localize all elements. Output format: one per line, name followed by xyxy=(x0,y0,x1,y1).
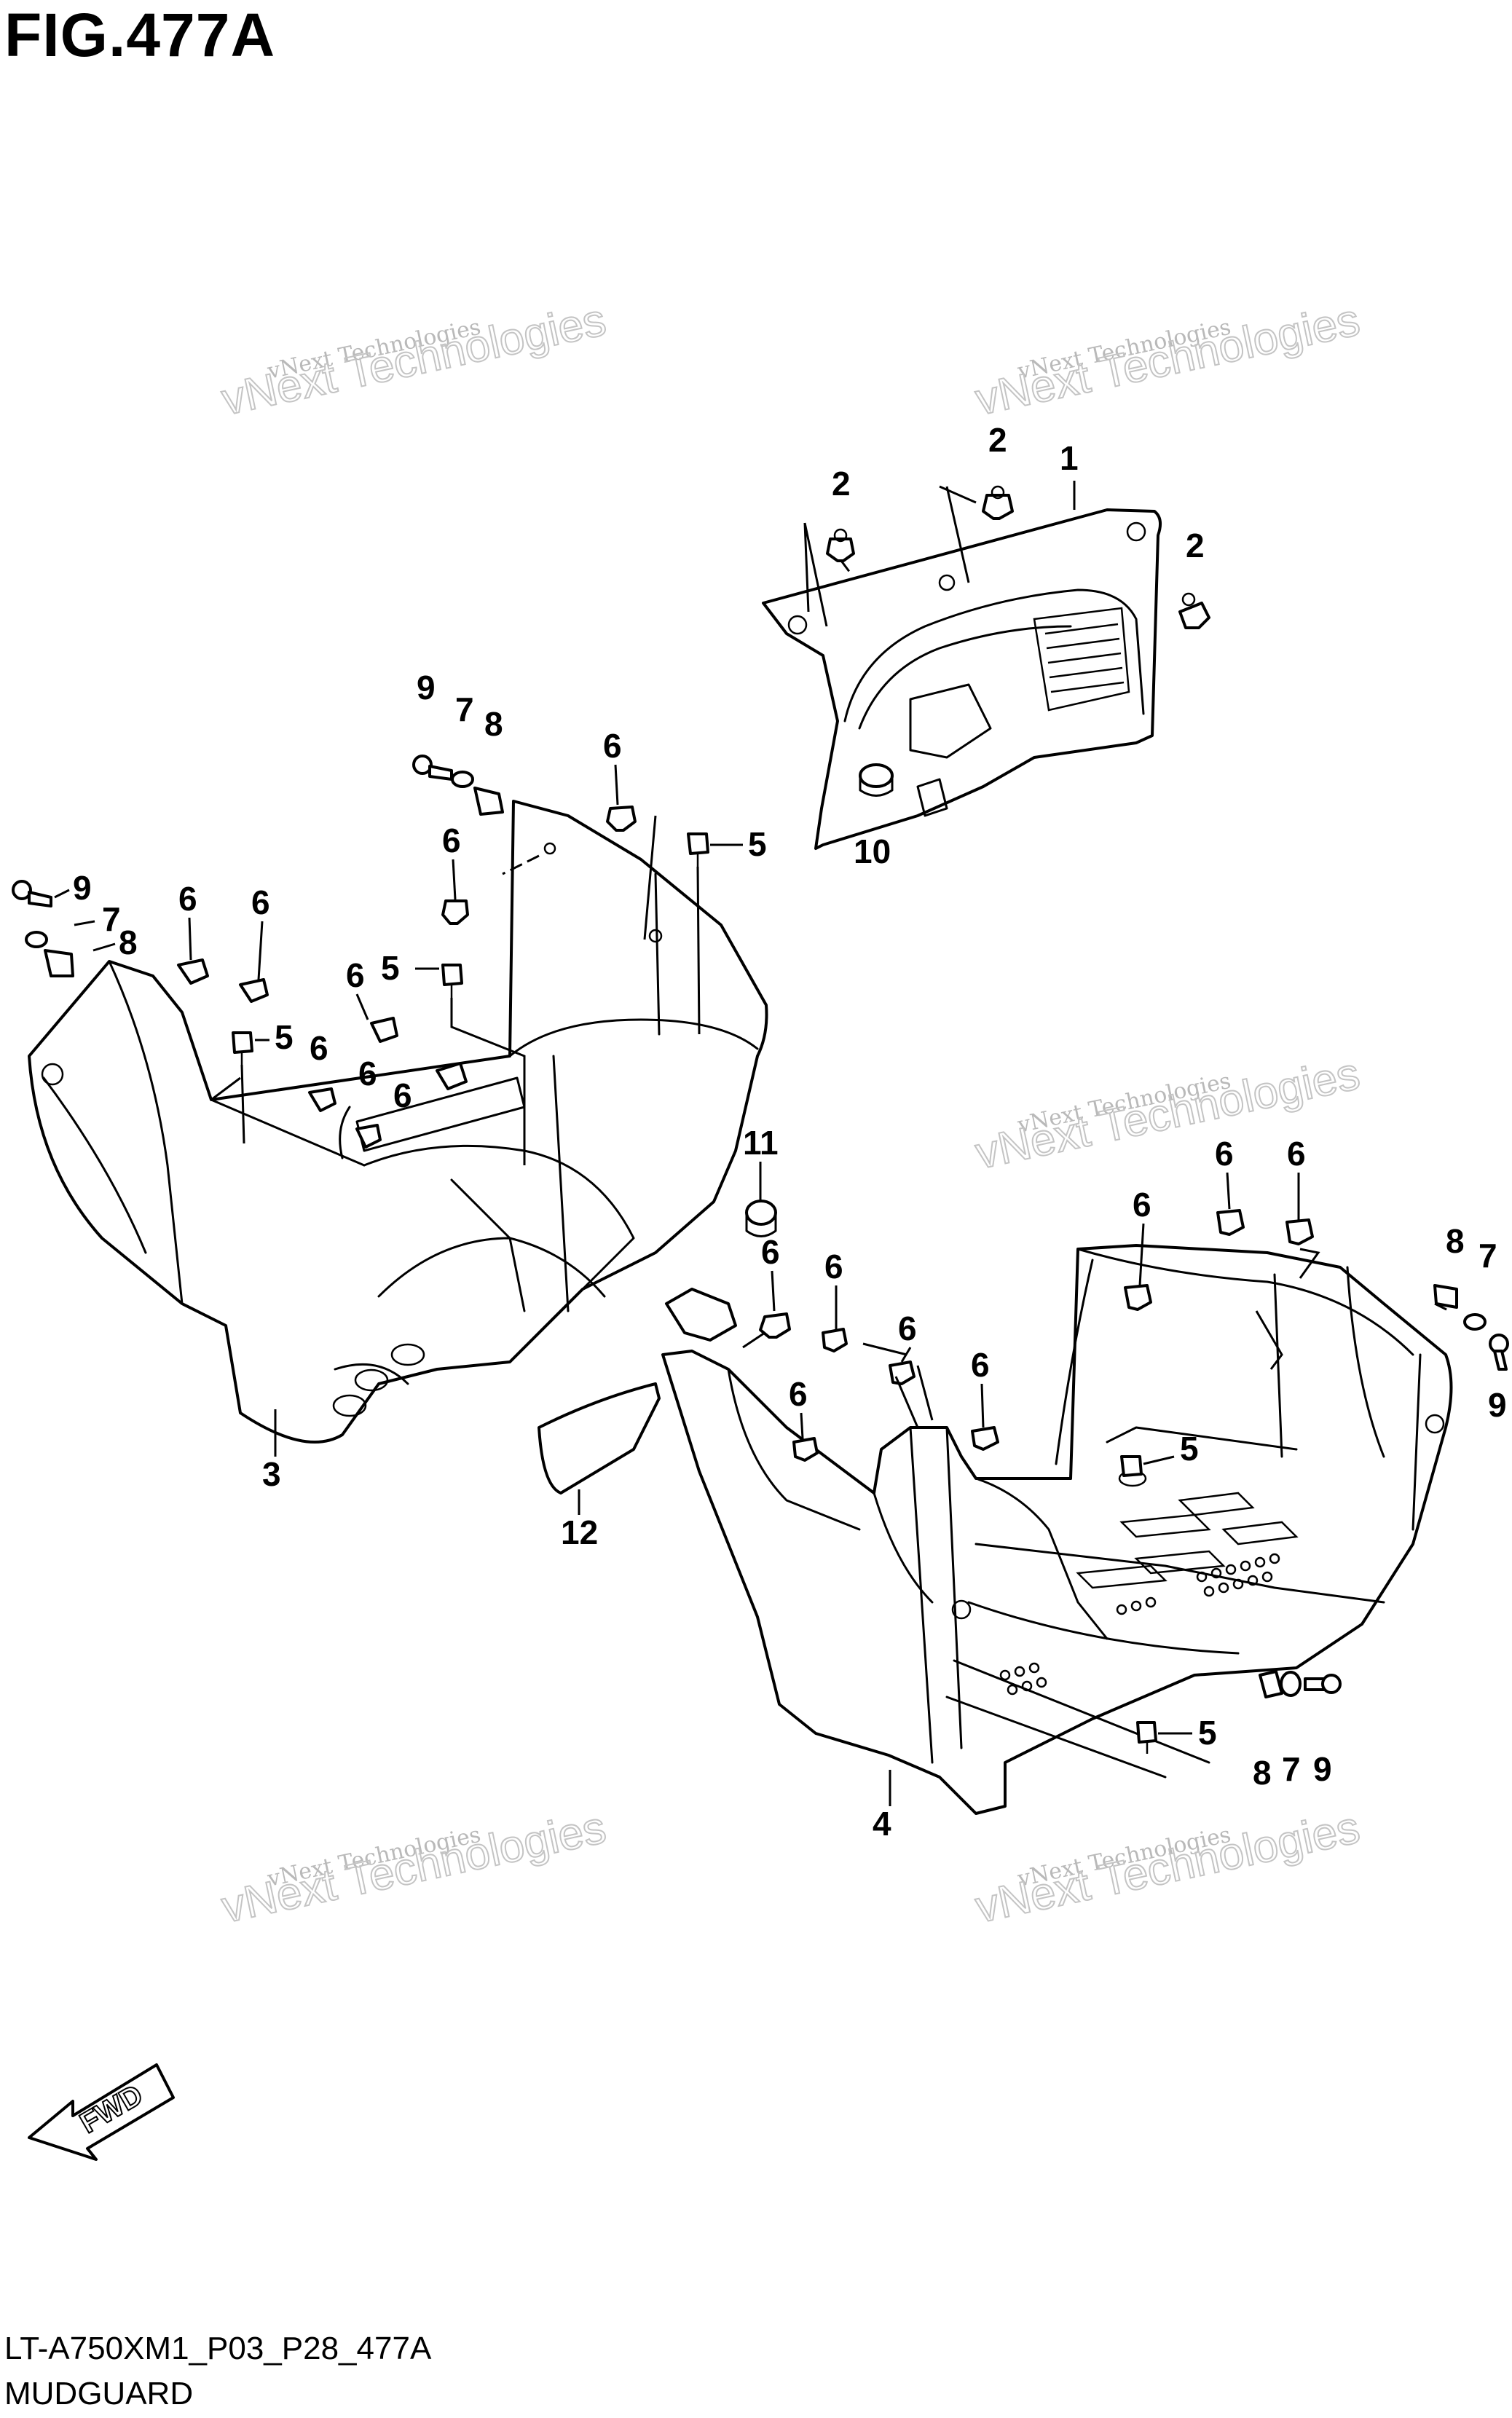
svg-text:6: 6 xyxy=(251,883,270,921)
part-4-rear-mudguard xyxy=(661,1244,1453,1815)
svg-text:2: 2 xyxy=(988,421,1007,459)
item-12-pad xyxy=(538,1382,661,1494)
svg-text:6: 6 xyxy=(358,1055,377,1092)
svg-text:6: 6 xyxy=(824,1248,843,1285)
svg-text:7: 7 xyxy=(102,900,121,938)
svg-text:9: 9 xyxy=(1488,1386,1507,1424)
part-1-rear-panel xyxy=(762,508,1162,850)
figure-title: FIG.477A xyxy=(4,1,276,69)
svg-text:8: 8 xyxy=(119,924,138,961)
callout-labels: 1 2 2 2 10 3 12 11 4 9 7 8 9 7 8 8 7 9 8… xyxy=(54,421,1507,1843)
item-10-grommet xyxy=(859,763,894,797)
svg-text:2: 2 xyxy=(832,465,851,503)
svg-text:11: 11 xyxy=(743,1124,779,1162)
svg-text:6: 6 xyxy=(1215,1135,1234,1173)
svg-text:8: 8 xyxy=(484,705,503,743)
svg-text:5: 5 xyxy=(748,825,767,863)
svg-text:2: 2 xyxy=(1186,527,1205,564)
svg-text:8: 8 xyxy=(1446,1222,1465,1260)
svg-text:3: 3 xyxy=(262,1455,281,1493)
svg-text:5: 5 xyxy=(381,949,400,987)
watermark-top-right: vNext Technologies vNext Technologies xyxy=(971,294,1365,426)
svg-text:6: 6 xyxy=(761,1233,780,1271)
svg-text:9: 9 xyxy=(417,669,436,706)
svg-text:6: 6 xyxy=(789,1375,808,1413)
section-name: MUDGUARD xyxy=(4,2376,194,2411)
svg-text:4: 4 xyxy=(873,1805,891,1843)
svg-text:6: 6 xyxy=(393,1076,412,1114)
fasteners-part-3 xyxy=(12,755,504,977)
svg-text:6: 6 xyxy=(603,727,622,765)
bolts-item-5-part-3 xyxy=(232,832,709,1065)
svg-text:6: 6 xyxy=(346,956,365,994)
clips-item-6-part-3 xyxy=(177,806,637,1149)
svg-text:12: 12 xyxy=(561,1513,598,1551)
svg-text:6: 6 xyxy=(898,1310,917,1347)
svg-text:6: 6 xyxy=(310,1029,328,1067)
svg-text:1: 1 xyxy=(1060,439,1079,477)
bolts-item-5-part-4 xyxy=(1120,1455,1157,1754)
svg-text:7: 7 xyxy=(455,690,474,728)
svg-text:5: 5 xyxy=(1180,1430,1199,1468)
watermark-bottom-left: vNext Technologies vNext Technologies xyxy=(217,1802,611,1934)
svg-text:6: 6 xyxy=(178,880,197,918)
svg-text:5: 5 xyxy=(1198,1714,1217,1752)
svg-text:10: 10 xyxy=(854,832,891,870)
clips-item-6-part-4 xyxy=(759,1209,1314,1462)
vent-holes xyxy=(999,1553,1280,1696)
svg-text:7: 7 xyxy=(1282,1750,1301,1788)
drawing-code: LT-A750XM1_P03_P28_477A xyxy=(4,2331,432,2366)
svg-text:6: 6 xyxy=(1133,1186,1151,1224)
part-3-front-mudguard xyxy=(28,800,768,1444)
svg-text:9: 9 xyxy=(1313,1750,1332,1788)
watermark-bottom-right: vNext Technologies vNext Technologies xyxy=(971,1802,1365,1934)
fwd-arrow-icon: FWD xyxy=(28,2063,175,2161)
clip-item-2 xyxy=(826,485,1210,629)
item-11-cushion xyxy=(745,1200,777,1237)
svg-text:5: 5 xyxy=(275,1018,294,1056)
svg-text:6: 6 xyxy=(1287,1135,1306,1173)
watermark-top-left: vNext Technologies vNext Technologies xyxy=(217,294,611,426)
fasteners-part-4 xyxy=(1259,1284,1509,1698)
svg-text:9: 9 xyxy=(73,869,92,907)
svg-text:6: 6 xyxy=(442,822,461,859)
svg-text:7: 7 xyxy=(1478,1237,1497,1275)
svg-text:8: 8 xyxy=(1253,1754,1272,1792)
svg-text:6: 6 xyxy=(971,1346,990,1384)
